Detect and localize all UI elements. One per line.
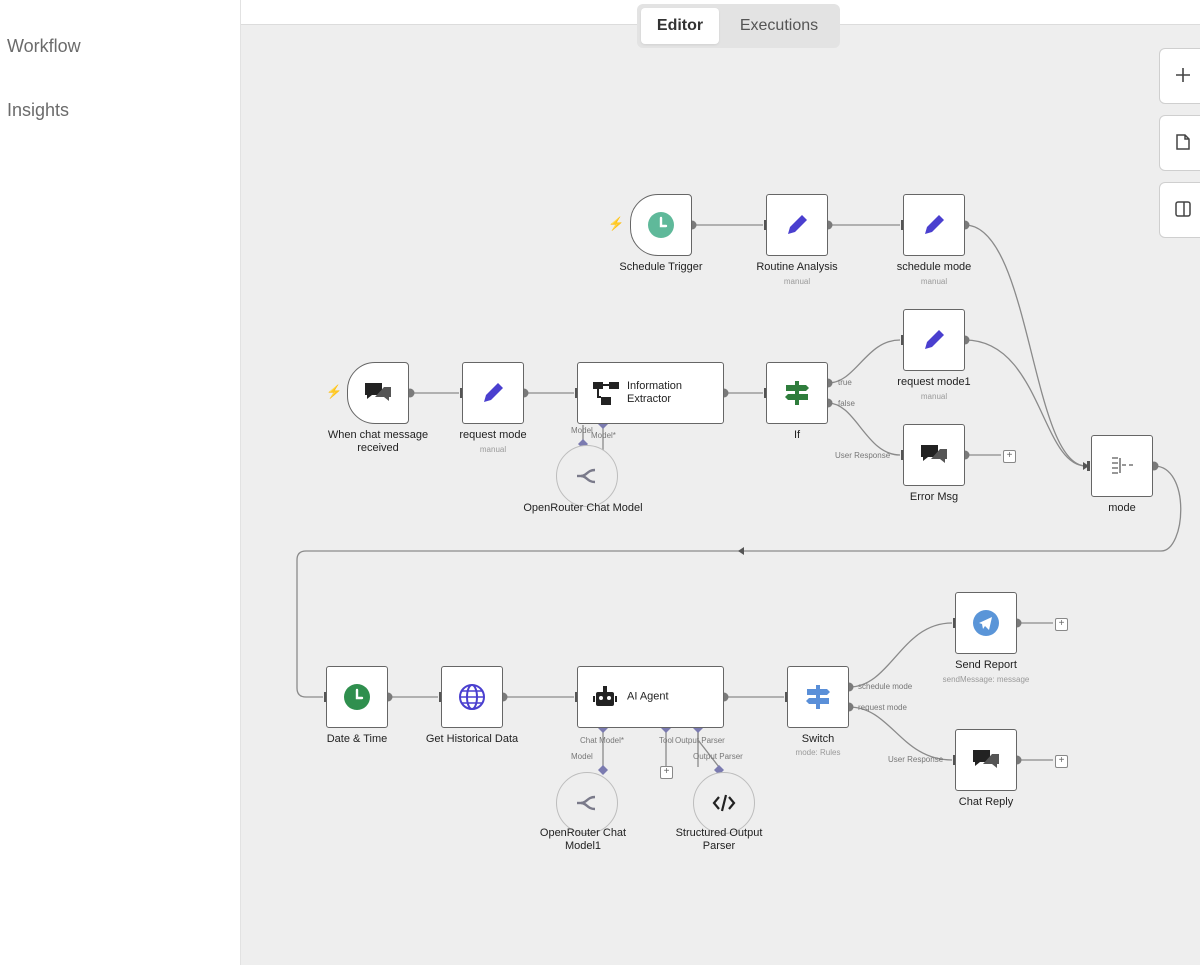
pencil-icon [925, 330, 944, 349]
node-date-time[interactable] [326, 666, 388, 728]
add-node-button[interactable] [1159, 48, 1200, 104]
node-ai-agent[interactable]: AI Agent [577, 666, 724, 728]
node-label: request mode1 [897, 376, 971, 388]
node-label: Send Report [955, 659, 1017, 671]
port-label-user-response: User Response [835, 451, 891, 460]
panel-toggle-icon [1175, 201, 1191, 217]
tab-executions[interactable]: Executions [739, 17, 819, 34]
node-label: OpenRouter Chat Model1 [539, 827, 627, 852]
node-label: Structured Output Parser [675, 827, 763, 852]
workflow-canvas[interactable]: Editor Executions [241, 0, 1200, 965]
node-schedule-mode[interactable] [903, 194, 965, 256]
clock-icon [648, 212, 674, 238]
node-if[interactable] [766, 362, 828, 424]
trigger-bolt-icon: ⚡ [608, 216, 625, 231]
sidebar-item-insights[interactable]: Insights [7, 100, 70, 120]
add-after-chat-reply-button[interactable]: + [1055, 755, 1068, 768]
node-label: When chat message received [327, 429, 429, 454]
chat-icon [365, 383, 391, 401]
clock-icon [344, 684, 370, 710]
robot-icon [593, 686, 617, 706]
node-schedule-trigger[interactable] [630, 194, 692, 256]
node-note: manual [920, 392, 948, 401]
add-after-error-msg-button[interactable]: + [1003, 450, 1016, 463]
node-chat-trigger[interactable] [347, 362, 409, 424]
port-label-false: false [838, 399, 855, 408]
node-get-historical-data[interactable] [441, 666, 503, 728]
sidebar-item-workflow[interactable]: Workflow [7, 36, 81, 56]
node-information-extractor[interactable]: Information Extractor [577, 362, 724, 424]
node-label: Error Msg [909, 491, 959, 503]
node-note: manual [920, 277, 948, 286]
extractor-icon [593, 382, 619, 405]
port-label-request-mode: request mode [858, 703, 907, 712]
node-label: If [793, 429, 801, 441]
node-switch[interactable] [787, 666, 849, 728]
node-structured-output-parser[interactable] [693, 772, 755, 834]
toggle-panel-button[interactable] [1159, 182, 1200, 238]
sidebar: Workflow Insights [0, 0, 241, 965]
telegram-icon [973, 610, 999, 636]
port-label-model-required: Model* [591, 431, 616, 440]
trigger-bolt-icon: ⚡ [326, 384, 343, 399]
port-label-output-parser: Output Parser [675, 736, 725, 745]
node-openrouter-chat-model1[interactable] [556, 772, 618, 834]
port-label-output-parser-2: Output Parser [693, 752, 743, 761]
port-label-schedule-mode: schedule mode [858, 682, 913, 691]
port-label-chat-model: Chat Model* [580, 736, 625, 745]
port-label-true: true [838, 378, 852, 387]
node-note: manual [479, 445, 507, 454]
chat-icon [973, 750, 999, 768]
node-note: sendMessage: message [942, 675, 1030, 684]
pencil-icon [925, 215, 944, 234]
node-note: manual [783, 277, 811, 286]
add-sticky-note-button[interactable] [1159, 115, 1200, 171]
plus-icon [1176, 68, 1190, 82]
node-title: Information Extractor [627, 380, 683, 405]
pencil-icon [788, 215, 807, 234]
node-request-mode[interactable] [462, 362, 524, 424]
node-label: schedule mode [896, 261, 972, 273]
node-label: Get Historical Data [425, 733, 519, 745]
tab-editor[interactable]: Editor [641, 8, 719, 44]
sticky-note-icon [1176, 134, 1190, 150]
node-mode[interactable] [1091, 435, 1153, 497]
add-after-send-report-button[interactable]: + [1055, 618, 1068, 631]
signpost-icon [785, 381, 809, 405]
node-title: AI Agent [627, 690, 669, 703]
node-label: mode [1108, 502, 1136, 514]
add-tool-button[interactable]: + [660, 766, 673, 779]
port-label-model-2: Model [571, 752, 593, 761]
signpost-icon [806, 685, 830, 709]
openrouter-icon [577, 468, 596, 484]
node-routine-analysis[interactable] [766, 194, 828, 256]
node-send-report[interactable] [955, 592, 1017, 654]
openrouter-icon [577, 795, 596, 811]
chat-icon [921, 445, 947, 463]
merge-icon [1112, 457, 1133, 474]
node-chat-reply[interactable] [955, 729, 1017, 791]
port-label-user-response-2: User Response [888, 755, 944, 764]
node-label: Routine Analysis [756, 261, 838, 273]
view-tabs: Editor Executions [637, 4, 840, 48]
node-label: Schedule Trigger [619, 261, 703, 273]
node-label: request mode [459, 429, 527, 441]
globe-icon [459, 684, 485, 710]
port-label-tool: Tool [659, 736, 674, 745]
port-label-model: Model [571, 426, 593, 435]
node-label: Switch [801, 733, 835, 745]
node-note: mode: Rules [795, 748, 841, 757]
node-request-mode1[interactable] [903, 309, 965, 371]
node-label: Date & Time [326, 733, 388, 745]
node-label: OpenRouter Chat Model [523, 502, 643, 514]
code-icon [712, 794, 736, 812]
node-openrouter-chat-model[interactable] [556, 445, 618, 507]
node-error-msg[interactable] [903, 424, 965, 486]
node-label: Chat Reply [958, 796, 1014, 808]
pencil-icon [484, 383, 503, 402]
